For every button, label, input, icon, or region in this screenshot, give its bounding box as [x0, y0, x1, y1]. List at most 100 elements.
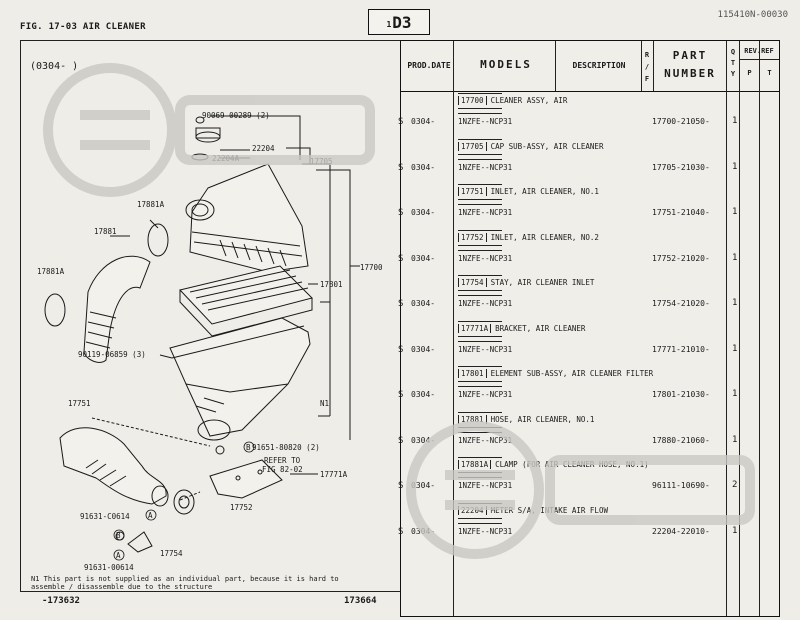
model-cell: 1NZFE--NCP31 — [458, 431, 513, 445]
header-prod-date: PROD.DATE — [407, 61, 451, 70]
parts-table: PROD.DATE MODELS DESCRIPTION R / F PART … — [398, 40, 780, 617]
callout-17700: 17700 — [360, 263, 383, 272]
bracket-rule — [458, 184, 502, 185]
col-divider — [653, 41, 654, 91]
bracket-rule — [458, 381, 502, 382]
part-number-cell: 17754-21020- — [652, 299, 710, 308]
prod-date-cell: 0304- — [411, 526, 436, 536]
prod-date-cell: 0304- — [411, 253, 436, 263]
callout-90119: 90119-06859 (3) — [78, 350, 146, 359]
model-cell: 1NZFE--NCP31 — [458, 522, 512, 536]
pnc-code: 22204 — [458, 505, 487, 515]
supersession-flag: S — [398, 344, 404, 355]
part-number-cell: 17751-21040- — [652, 208, 710, 217]
rev-ref-divider — [740, 59, 779, 60]
supersession-flag: S — [398, 208, 404, 218]
bracket-rule — [458, 386, 502, 387]
figure-title: FIG. 17-03 AIR CLEANER — [20, 22, 146, 32]
pnc-code: 17881 — [458, 414, 487, 424]
illustration-id-right: 173664 — [344, 596, 377, 606]
callout-91631b: 91631-00614 — [84, 563, 134, 572]
callout-n1: N1 — [320, 399, 329, 408]
supersession-flag: S — [398, 435, 404, 446]
callout-b-circle-2: B — [116, 531, 121, 540]
pnc-code: 17700 — [458, 96, 487, 105]
callout-17881a-top: 17881A — [137, 200, 165, 209]
bracket-rule — [458, 431, 502, 433]
filter-element-part — [179, 265, 313, 337]
part-description: BRACKET, AIR CLEANER — [495, 323, 586, 333]
bracket-rule — [458, 275, 502, 276]
model-code: 1NZFE--NCP31 — [458, 344, 513, 354]
bracket-rule — [458, 522, 502, 524]
prod-date-cell: 0304- — [411, 299, 436, 308]
callout-b-circle: B — [246, 443, 251, 452]
bracket-rule — [458, 457, 502, 458]
pnc-code: 17754 — [458, 278, 487, 287]
bracket-rule — [458, 290, 502, 291]
header-models: MODELS — [480, 58, 532, 71]
supersession-flag: S — [398, 299, 404, 309]
callout-fig-ref: FIG 82-02 — [262, 465, 303, 474]
bracket-rule — [458, 108, 502, 109]
exploded-diagram: 90069-00289 (2) 22204 22204A 17705 17881… — [37, 111, 383, 572]
model-code: 1NZFE--NCP31 — [458, 435, 513, 445]
model-code: 1NZFE--NCP31 — [458, 162, 513, 172]
callout-90069: 90069-00289 (2) — [202, 111, 270, 120]
callout-17801: 17801 — [320, 280, 343, 289]
part-number-cell: 22204-22010- — [652, 526, 710, 536]
pnc-code: 17801 — [458, 369, 487, 378]
callout-a-circle: A — [148, 511, 153, 520]
catalog-code: 115410N-00030 — [717, 10, 788, 20]
prod-date-cell: 0304- — [411, 481, 436, 490]
qty-cell: 1 — [732, 161, 738, 172]
callout-17881: 17881 — [94, 227, 117, 236]
col-divider — [641, 41, 642, 91]
part-number-cell: 96111-10690- — [652, 481, 710, 490]
model-cell: 1NZFE--NCP31 — [458, 340, 513, 354]
col-divider — [726, 41, 727, 616]
bracket-rule — [458, 113, 502, 114]
model-code: 1NZFE--NCP31 — [458, 208, 513, 217]
part-description: INLET, AIR CLEANER, NO.2 — [490, 232, 599, 242]
callout-17705: 17705 — [310, 157, 333, 166]
model-code: 1NZFE--NCP31 — [458, 117, 513, 126]
callout-22204: 22204 — [252, 144, 275, 153]
model-cell: 1NZFE--NCP31 — [458, 295, 512, 308]
header-part: PART — [672, 49, 708, 62]
bracket-rule — [458, 335, 502, 337]
supersession-flag: S — [398, 390, 404, 400]
col-divider — [555, 41, 556, 91]
part-number-cell: 17771-21010- — [652, 344, 710, 354]
bracket-rule — [458, 320, 502, 322]
callout-17771a: 17771A — [320, 470, 348, 479]
supersession-flag: S — [398, 526, 404, 537]
bracket-rule — [458, 199, 502, 200]
bracket-rule — [458, 153, 502, 155]
header-number: NUMBER — [664, 67, 716, 80]
bracket-rule — [458, 204, 502, 205]
bracket-rule — [458, 426, 502, 428]
model-cell: 1NZFE--NCP31 — [458, 158, 513, 172]
col-divider — [759, 41, 760, 616]
model-cell: 1NZFE--NCP31 — [458, 204, 513, 217]
bracket-part — [209, 445, 283, 499]
bracket-rule — [458, 158, 502, 160]
bracket-rule — [458, 411, 502, 413]
callout-17754: 17754 — [160, 549, 183, 558]
illustration-note: N1 This part is not supplied as an indiv… — [31, 575, 339, 591]
inlet-no1-part — [59, 427, 169, 507]
callout-17751: 17751 — [68, 399, 91, 408]
